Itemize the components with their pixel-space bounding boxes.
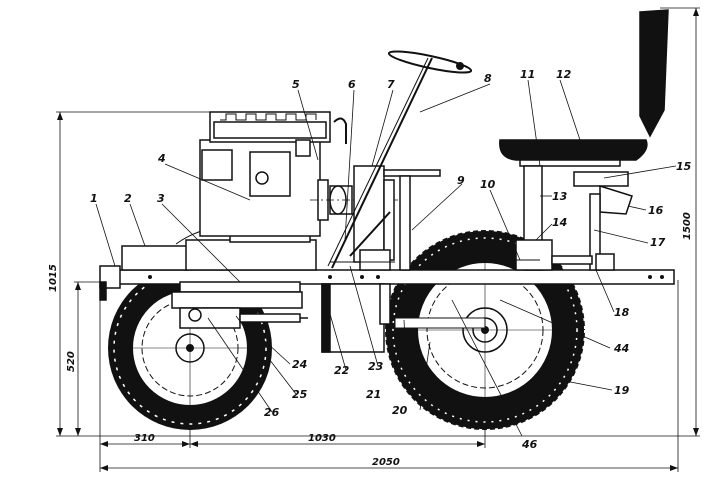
dimension-labels: 1500 1015 520 310 1030 2050 — [48, 212, 693, 468]
callout-1: 1 — [90, 192, 98, 205]
callout-20: 20 — [392, 404, 408, 417]
callout-4: 4 — [157, 152, 166, 165]
callout-24: 24 — [292, 358, 307, 371]
steering — [327, 50, 473, 269]
engine — [185, 111, 398, 271]
callout-21: 21 — [366, 388, 381, 401]
callout-labels: 1 2 3 4 5 6 7 8 9 10 11 12 13 14 15 16 1… — [90, 68, 692, 451]
callout-15: 15 — [676, 160, 692, 173]
callout-8: 8 — [484, 72, 492, 85]
callout-25: 25 — [292, 388, 308, 401]
callout-6: 6 — [348, 78, 356, 91]
callout-9: 9 — [457, 174, 465, 187]
dim-wheelbase: 1030 — [308, 433, 336, 444]
rear-linkage — [500, 165, 633, 271]
dim-axle-height: 520 — [66, 351, 77, 372]
transmission-column — [330, 165, 441, 271]
dimension-arrows — [57, 8, 699, 471]
callout-19: 19 — [614, 384, 630, 397]
callout-13: 13 — [552, 190, 568, 203]
callout-22: 22 — [334, 364, 350, 377]
callout-26: 26 — [264, 406, 280, 419]
callout-3: 3 — [157, 192, 165, 205]
callout-12: 12 — [556, 68, 572, 81]
leader-lines — [95, 79, 677, 437]
callout-10: 10 — [480, 178, 496, 191]
callout-46: 46 — [521, 438, 538, 451]
callout-11: 11 — [520, 68, 535, 81]
callout-14: 14 — [552, 216, 567, 229]
gearbox — [321, 283, 391, 353]
callout-44: 44 — [613, 342, 629, 355]
callout-7: 7 — [387, 78, 395, 91]
callout-23: 23 — [368, 360, 384, 373]
seat — [499, 9, 669, 167]
dim-front-overhang: 310 — [134, 433, 155, 444]
callout-2: 2 — [124, 192, 132, 205]
dim-overall-length: 2050 — [372, 457, 400, 468]
callout-5: 5 — [292, 78, 300, 91]
callout-16: 16 — [648, 204, 664, 217]
dim-frame-height: 1015 — [48, 264, 59, 292]
dim-total-height: 1500 — [682, 212, 693, 240]
callout-18: 18 — [614, 306, 630, 319]
callout-17: 17 — [650, 236, 666, 249]
